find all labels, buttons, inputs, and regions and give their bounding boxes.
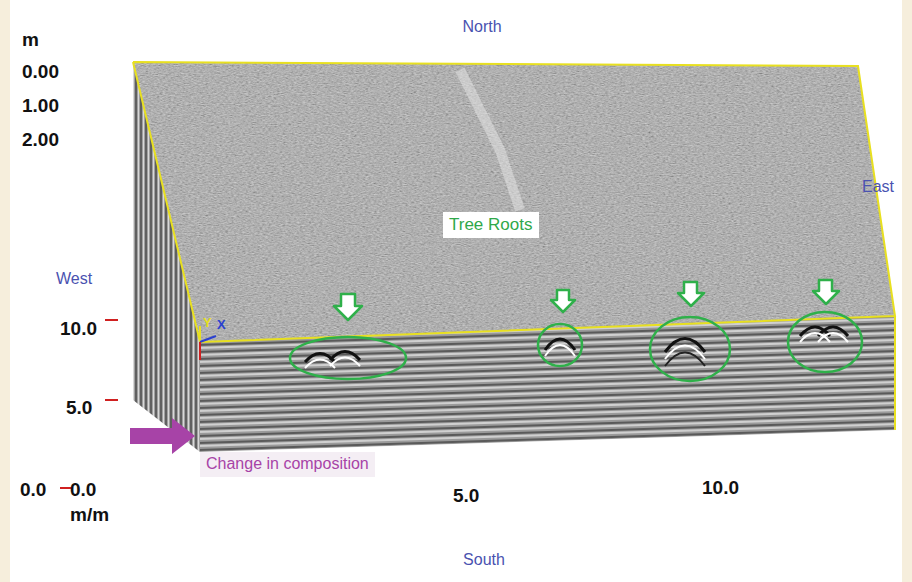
x-axis — [200, 336, 216, 342]
node-text: Change in composition — [206, 455, 369, 473]
label: X — [217, 318, 226, 332]
callout-box: Tree Roots — [443, 212, 539, 238]
label: 10.0 — [702, 478, 739, 499]
label: 0.0 — [70, 480, 96, 501]
label: 0.00 — [22, 62, 59, 83]
label: 5.0 — [453, 486, 479, 507]
note-box: Change in composition — [200, 452, 375, 477]
front-face — [200, 316, 895, 452]
block-edges — [133, 62, 895, 430]
z-axis — [199, 342, 201, 360]
y-axis — [199, 326, 201, 342]
top-face-noise — [133, 62, 895, 342]
label: 1.00 — [22, 96, 59, 117]
label: South — [463, 551, 505, 569]
top-face — [133, 62, 895, 342]
label: Y — [203, 316, 212, 330]
label: 10.0 — [60, 319, 97, 340]
label: m — [22, 30, 39, 51]
root-circles — [290, 312, 862, 381]
label: East — [862, 178, 894, 196]
label: 0.0 — [20, 480, 46, 501]
node-text: Tree Roots — [449, 215, 533, 235]
label: 2.00 — [22, 130, 59, 151]
composition-arrow — [130, 418, 195, 454]
hyperbolas — [305, 327, 848, 368]
label: m/m — [70, 505, 109, 526]
ticks — [60, 320, 118, 488]
label: 5.0 — [66, 398, 92, 419]
panel — [10, 0, 902, 582]
root-arrows — [334, 280, 839, 320]
label: North — [462, 18, 501, 36]
label: West — [56, 270, 92, 288]
top-streak — [460, 70, 520, 210]
